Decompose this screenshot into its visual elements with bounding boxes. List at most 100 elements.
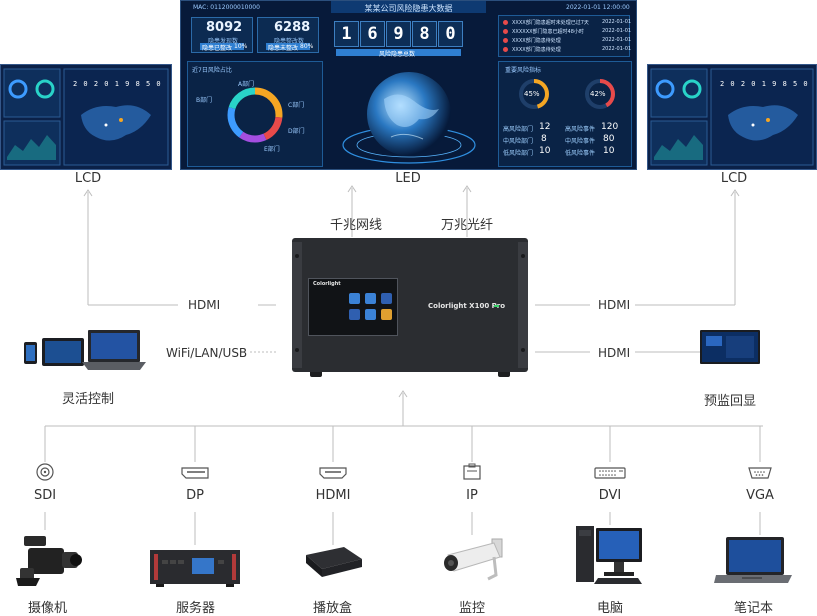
processor-touchscreen[interactable]: Colorlight xyxy=(308,278,398,336)
metric-right-label-3: 低风险事件 xyxy=(565,150,596,157)
preview-monitor-label: 预监回显 xyxy=(704,394,757,409)
stat-card-found: 8092 隐患发现数 隐患已整改 10% xyxy=(191,17,253,53)
port-label-dvi: DVI xyxy=(598,488,622,503)
hdmi-left-label: HDMI xyxy=(188,298,221,312)
processor-foot xyxy=(498,372,510,377)
risk-donut-chart xyxy=(227,87,283,143)
stat-card-fixed-badge-bg xyxy=(266,43,310,50)
donut-panel: 近7日风险占比 A部门 B部门 C部门 D部门 E部门 xyxy=(187,61,323,167)
metric-left-value-3: 10 xyxy=(539,146,551,156)
metric-right-value-3: 10 xyxy=(603,146,615,156)
rack-hole xyxy=(521,348,525,352)
hdmi-port-icon xyxy=(319,467,347,479)
metric-left-label-2: 中风险部门 xyxy=(503,138,534,145)
control-devices-illustration xyxy=(24,330,146,370)
app-icon[interactable] xyxy=(365,309,376,320)
alert-dot-icon xyxy=(503,38,508,43)
app-icon[interactable] xyxy=(349,309,360,320)
camcorder-illustration xyxy=(16,536,82,586)
lcd-right-screen: 2 0 2 0 1 9 8 5 0 xyxy=(647,64,817,170)
alert-row-3: XXXX部门隐患待处理 2022-01-01 xyxy=(503,37,631,45)
alert-date-3: 2022-01-01 xyxy=(602,37,632,43)
video-processor: Colorlight Colorlight X100 Pro xyxy=(292,238,528,378)
hdmi-right-top-label: HDMI xyxy=(598,298,631,312)
alert-date-2: 2022-01-01 xyxy=(602,28,632,34)
stat-card-found-pct: 10% xyxy=(234,43,248,50)
wifi-label: WiFi/LAN/USB xyxy=(166,346,248,360)
alert-text-4: XXXX部门隐患待处理 xyxy=(512,47,561,53)
metric-right-label-1: 高风险事件 xyxy=(565,126,596,133)
alert-text-3: XXXX部门隐患待处理 xyxy=(512,38,561,44)
processor-foot xyxy=(310,372,322,377)
lcd-left-screen: 2 0 2 0 1 9 8 5 0 xyxy=(0,64,172,170)
device-label-desktop: 电脑 xyxy=(597,601,624,616)
hdmi-right-bottom-label: HDMI xyxy=(598,346,631,360)
gauge-right xyxy=(585,79,615,109)
metric-right-value-1: 120 xyxy=(601,122,619,132)
metric-left-value-1: 12 xyxy=(539,122,551,132)
stat-card-fixed: 6288 隐患整改数 隐患未整改 80% xyxy=(257,17,319,53)
processor-front-brand: Colorlight X100 Pro xyxy=(428,302,506,310)
app-icon[interactable] xyxy=(381,309,392,320)
alerts-panel: XXXX部门隐患超时未处理已过7天 2022-01-01 XXXXXX部门隐患已… xyxy=(498,15,632,57)
media-player-illustration xyxy=(306,547,362,577)
flexible-control-label: 灵活控制 xyxy=(62,392,115,407)
rack-hole xyxy=(521,254,525,258)
rack-ear-left xyxy=(292,242,302,368)
alert-dot-icon xyxy=(503,29,508,34)
metric-right-label-2: 中风险事件 xyxy=(565,138,596,145)
stat-card-fixed-pct: 80% xyxy=(300,43,314,50)
stat-card-found-badge-bg xyxy=(200,43,244,50)
counter-digit-2: 6 xyxy=(360,21,385,47)
tengig-label: 万兆光纤 xyxy=(441,218,494,233)
stat-card-fixed-label: 隐患整改数 xyxy=(274,38,305,45)
gauge-left-value: 45% xyxy=(524,90,540,98)
desktop-computer-illustration xyxy=(576,526,642,584)
lcd-right-content xyxy=(650,68,814,166)
alert-row-4: XXXX部门隐患待处理 2022-01-01 xyxy=(503,46,631,54)
port-label-sdi: SDI xyxy=(33,488,57,503)
lcd-right-label: LCD xyxy=(720,171,748,186)
counter: 1 6 9 8 0 xyxy=(334,21,484,47)
port-label-vga: VGA xyxy=(746,488,774,503)
globe-graphic xyxy=(342,72,476,164)
gauge-right-value: 42% xyxy=(590,90,606,98)
stat-card-found-value: 8092 xyxy=(206,20,243,35)
alert-date-1: 2022-01-01 xyxy=(602,19,632,25)
dp-port-icon xyxy=(181,467,209,479)
alert-row-1: XXXX部门隐患超时未处理已过7天 2022-01-01 xyxy=(503,19,631,27)
device-label-laptop: 笔记本 xyxy=(734,601,774,616)
alert-dot-icon xyxy=(503,20,508,25)
alert-text-1: XXXX部门隐患超时未处理已过7天 xyxy=(512,20,589,26)
counter-digit-1: 1 xyxy=(334,21,359,47)
sdi-port-icon xyxy=(36,463,54,481)
metric-left-value-2: 8 xyxy=(541,134,547,144)
risk-indicator-title: 重要风险指标 xyxy=(505,67,542,74)
laptop-illustration xyxy=(714,537,792,583)
donut-label-b: B部门 xyxy=(196,97,213,104)
donut-label-a: A部门 xyxy=(238,81,255,88)
app-icon[interactable] xyxy=(381,293,392,304)
vga-port-icon xyxy=(748,467,772,479)
server-illustration xyxy=(150,550,240,587)
lcd-right-counter: 2 0 2 0 1 9 8 5 0 xyxy=(720,80,809,88)
led-title: 某某公司风险隐患大数据 xyxy=(364,4,453,13)
donut-panel-title: 近7日风险占比 xyxy=(192,67,232,74)
device-label-surveillance: 监控 xyxy=(459,601,486,616)
counter-digit-3: 9 xyxy=(386,21,411,47)
counter-caption-bg xyxy=(336,49,461,56)
led-top-right-time: 2022-01-01 12:00:00 xyxy=(566,4,630,11)
led-title-bar xyxy=(331,1,486,13)
led-label: LED xyxy=(395,171,421,186)
counter-caption: 风险隐患总数 xyxy=(379,51,416,58)
gauge-left xyxy=(519,79,549,109)
donut-label-e: E部门 xyxy=(264,146,280,153)
app-icon[interactable] xyxy=(349,293,360,304)
risk-indicator-panel: 重要风险指标 45% 42% 高风险部门 12 中风险部门 8 低风险部门 10… xyxy=(498,61,632,167)
alert-text-2: XXXXXX部门隐患已超时48小时 xyxy=(512,29,584,35)
app-icon[interactable] xyxy=(365,293,376,304)
power-led xyxy=(494,305,499,307)
port-label-dp: DP xyxy=(186,488,204,503)
device-label-media-player: 播放盒 xyxy=(313,601,353,616)
